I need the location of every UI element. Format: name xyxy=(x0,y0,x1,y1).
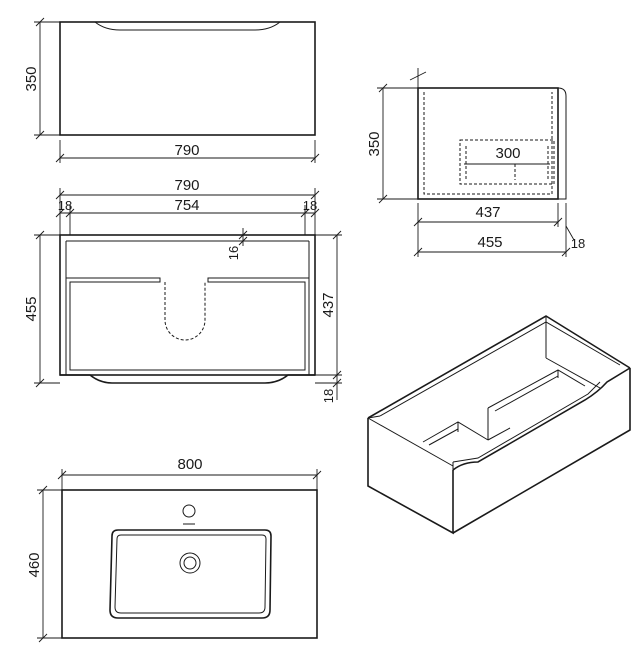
iso-front-top-handle xyxy=(452,367,631,471)
side-drawer-outline xyxy=(423,92,553,195)
basin-depth-label: 460 xyxy=(26,552,43,577)
top-inner-width-label: 754 xyxy=(174,197,199,214)
iso-front-face xyxy=(452,368,631,534)
iso-right-compartment xyxy=(487,369,586,409)
basin-width-label: 800 xyxy=(177,456,202,473)
basin-bowl-outer xyxy=(109,529,272,619)
tap-hole xyxy=(182,504,196,518)
top-front-panel-label: 18 xyxy=(321,389,336,403)
front-panel xyxy=(59,21,316,136)
top-view: 790 754 18 18 16 455 xyxy=(23,177,342,403)
iso-left-compartment xyxy=(422,421,489,443)
side-cutout-label: 300 xyxy=(495,145,520,162)
top-depth-inner-label: 437 xyxy=(320,292,337,317)
top-outer-width-label: 790 xyxy=(174,177,199,194)
drain-inner xyxy=(183,556,197,570)
side-cutout-outline xyxy=(459,139,555,185)
top-depth-total-label: 455 xyxy=(23,296,40,321)
side-cabinet-outline xyxy=(417,87,559,200)
iso-top-back-edges xyxy=(367,315,631,419)
basin-top-outline xyxy=(61,489,318,639)
side-view: 300 350 437 455 18 xyxy=(366,68,585,257)
side-height-label: 350 xyxy=(366,131,383,156)
iso-left-face xyxy=(367,418,454,535)
top-siphon-cutout xyxy=(164,282,206,341)
basin-bowl-inner xyxy=(114,534,267,614)
front-width-label: 790 xyxy=(174,142,199,159)
side-front-panel-label: 18 xyxy=(571,236,585,251)
front-handle-groove xyxy=(94,21,281,31)
top-cabinet-outline xyxy=(59,234,316,376)
side-front-panel xyxy=(557,87,567,200)
front-view: 350 790 xyxy=(23,17,320,163)
isometric-view xyxy=(367,315,631,535)
drain-outer xyxy=(179,552,201,574)
side-inner-depth-label: 437 xyxy=(475,204,500,221)
iso-front-top-inner xyxy=(452,381,601,463)
top-left-panel-label: 18 xyxy=(58,198,72,213)
top-drawer-box xyxy=(66,277,309,371)
top-back-panel-label: 16 xyxy=(226,246,241,260)
top-front-panel xyxy=(60,374,315,384)
front-height-label: 350 xyxy=(23,66,40,91)
basin-view: 800 460 xyxy=(26,456,322,643)
top-right-panel-label: 18 xyxy=(303,198,317,213)
side-total-depth-label: 455 xyxy=(477,234,502,251)
